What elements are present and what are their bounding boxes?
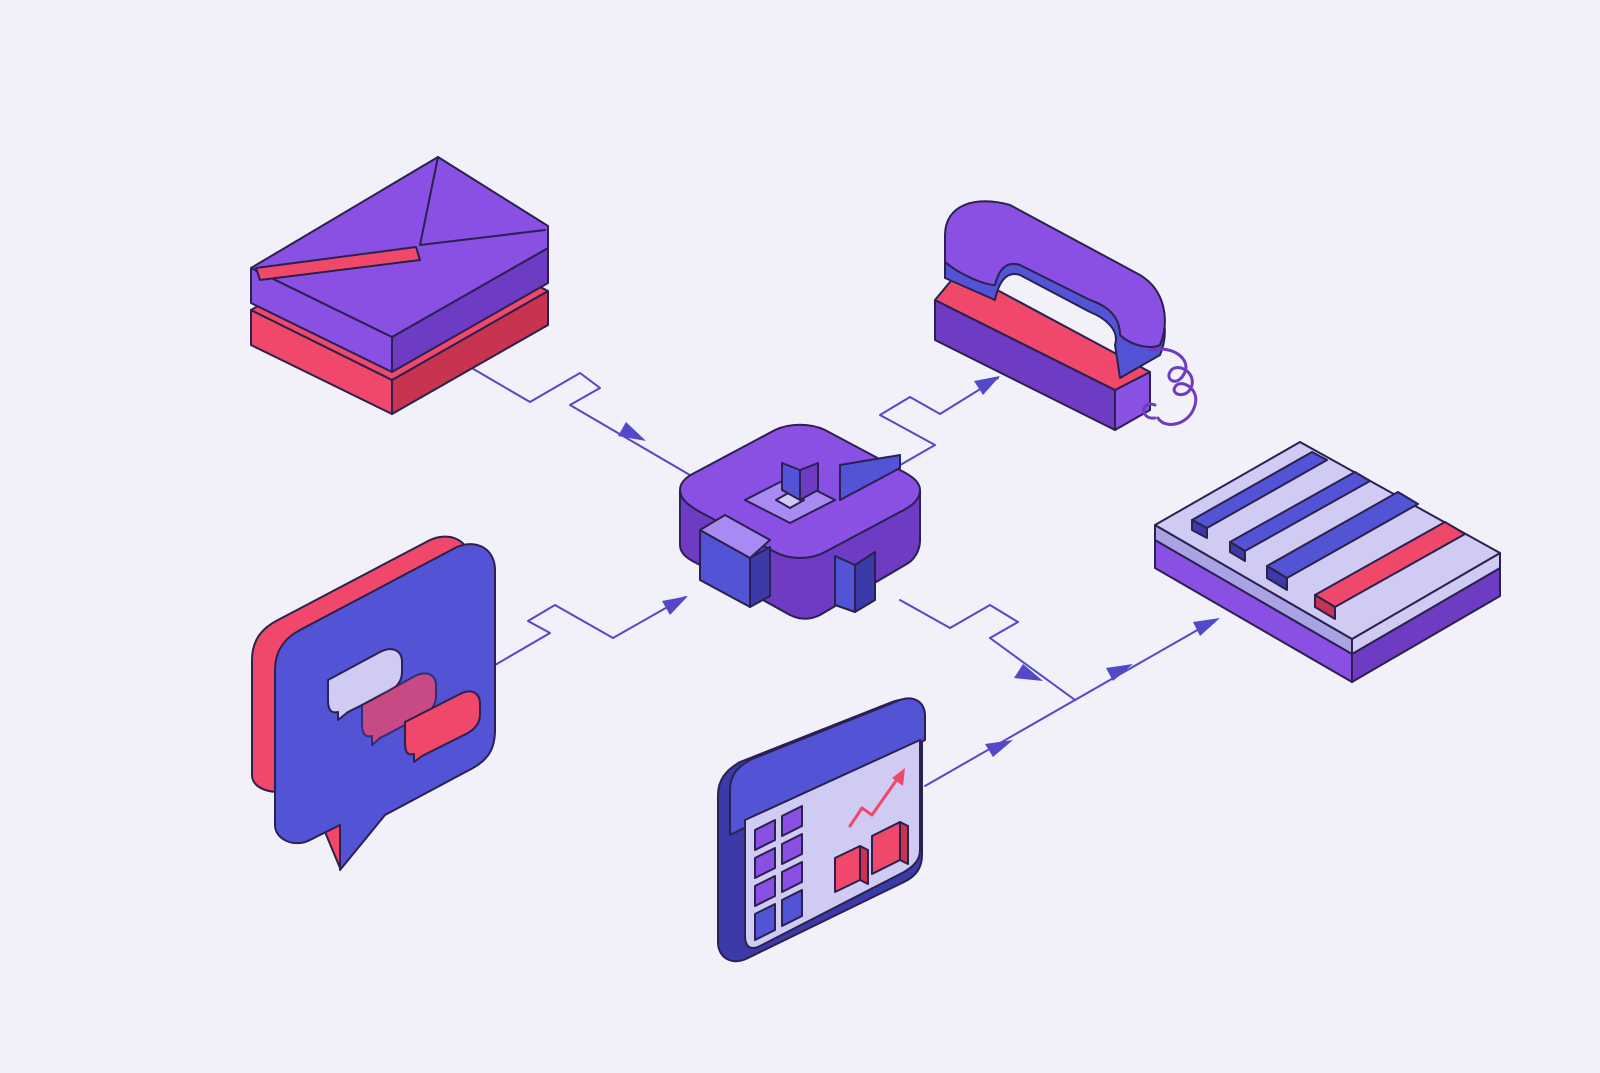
- connector-chat-to-hub: [494, 596, 688, 666]
- dashboard-bars: [834, 821, 909, 893]
- node-chat[interactable]: [251, 535, 496, 871]
- connector-hub-to-phone: [879, 376, 1000, 469]
- analytics-dashboard-icon: [717, 697, 926, 963]
- node-dashboard[interactable]: [717, 697, 926, 963]
- hub-icon: [679, 423, 921, 620]
- envelope-icon: [250, 156, 549, 415]
- node-phone[interactable]: [934, 200, 1198, 431]
- trend-up-icon: [848, 768, 905, 828]
- dashboard-grid: [754, 805, 803, 941]
- node-email[interactable]: [250, 156, 549, 415]
- task-list-icon: [1154, 441, 1501, 683]
- node-list[interactable]: [1154, 441, 1501, 683]
- connector-hub-to-list: [899, 599, 1220, 701]
- node-hub[interactable]: [679, 423, 921, 620]
- chat-bubble-icon: [251, 535, 496, 871]
- connectors: [457, 359, 1220, 787]
- telephone-icon: [934, 200, 1198, 431]
- connector-email-to-hub: [457, 359, 696, 479]
- connector-dashboard-to-list: [924, 699, 1076, 787]
